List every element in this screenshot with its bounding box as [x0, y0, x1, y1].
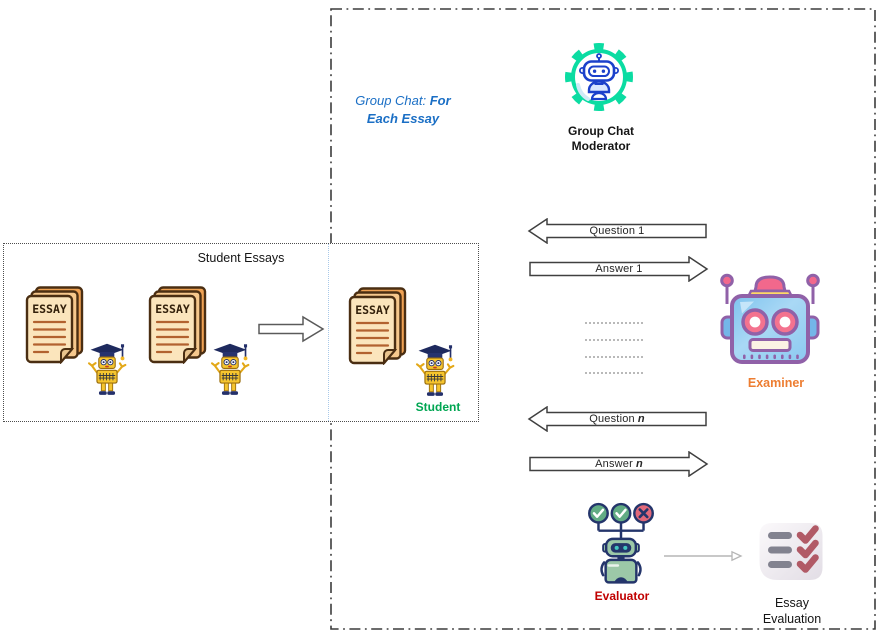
examiner-label: Examiner: [747, 376, 805, 390]
answer-n-var: n: [635, 458, 643, 470]
essay-evaluation-label-line2: Evaluation: [762, 612, 822, 626]
group-chat-box-border: [330, 8, 876, 630]
student-label: Student: [415, 400, 461, 414]
answer-n-label: Answer n: [529, 451, 709, 477]
essay-document-icon: [148, 286, 208, 364]
group-chat-moderator-label: Group Chat Moderator: [546, 124, 656, 153]
essay-evaluation-label-line1: Essay: [774, 596, 810, 610]
ellipsis-line: [585, 372, 643, 374]
student-robot-icon: [209, 338, 251, 398]
question-1-label: Question 1: [527, 218, 707, 244]
essay-document-icon: [348, 287, 408, 365]
question-1-prefix: Question: [589, 225, 636, 237]
answer-n-arrow: Answer n: [529, 451, 709, 477]
essay-document-icon: [25, 286, 85, 364]
student-robot-icon: [414, 339, 456, 399]
student-essays-title: Student Essays: [197, 251, 285, 265]
question-n-label: Question n: [527, 406, 707, 432]
group-chat-annotation: Group Chat: For Each Essay: [338, 92, 468, 127]
evaluator-robot-icon: [586, 502, 656, 588]
question-n-prefix: Question: [589, 413, 635, 425]
essay-evaluation-label: Essay Evaluation: [748, 595, 836, 627]
answer-1-prefix: Answer: [595, 263, 634, 275]
group-chat-moderator-icon: [564, 42, 634, 114]
question-1-var: 1: [638, 225, 645, 237]
annotation-bold-2: Each Essay: [366, 110, 440, 126]
evaluator-label: Evaluator: [594, 589, 650, 603]
student-robot-icon: [86, 338, 128, 398]
annotation-bold-1: For: [429, 93, 451, 108]
moderator-label-line2: Moderator: [571, 138, 631, 153]
question-n-arrow: Question n: [527, 406, 707, 432]
question-1-arrow: Question 1: [527, 218, 707, 244]
answer-1-arrow: Answer 1: [529, 256, 709, 282]
question-n-var: n: [637, 413, 645, 425]
student-essays-box: Student Essays Student: [3, 243, 479, 422]
essay-flow-arrow: [258, 315, 325, 343]
ellipsis-line: [585, 322, 643, 324]
answer-1-var: 1: [636, 263, 643, 275]
annotation-regular: Group Chat:: [355, 93, 430, 108]
essay-evaluation-icon: [758, 521, 824, 582]
ellipsis-line: [585, 339, 643, 341]
group-chat-box-overlap-divider: [328, 244, 329, 421]
evaluator-to-evaluation-arrow: [664, 550, 743, 562]
answer-1-label: Answer 1: [529, 256, 709, 282]
ellipsis-line: [585, 356, 643, 358]
moderator-label-line1: Group Chat: [568, 124, 634, 138]
examiner-robot-icon: [714, 270, 826, 368]
answer-n-prefix: Answer: [595, 458, 633, 470]
